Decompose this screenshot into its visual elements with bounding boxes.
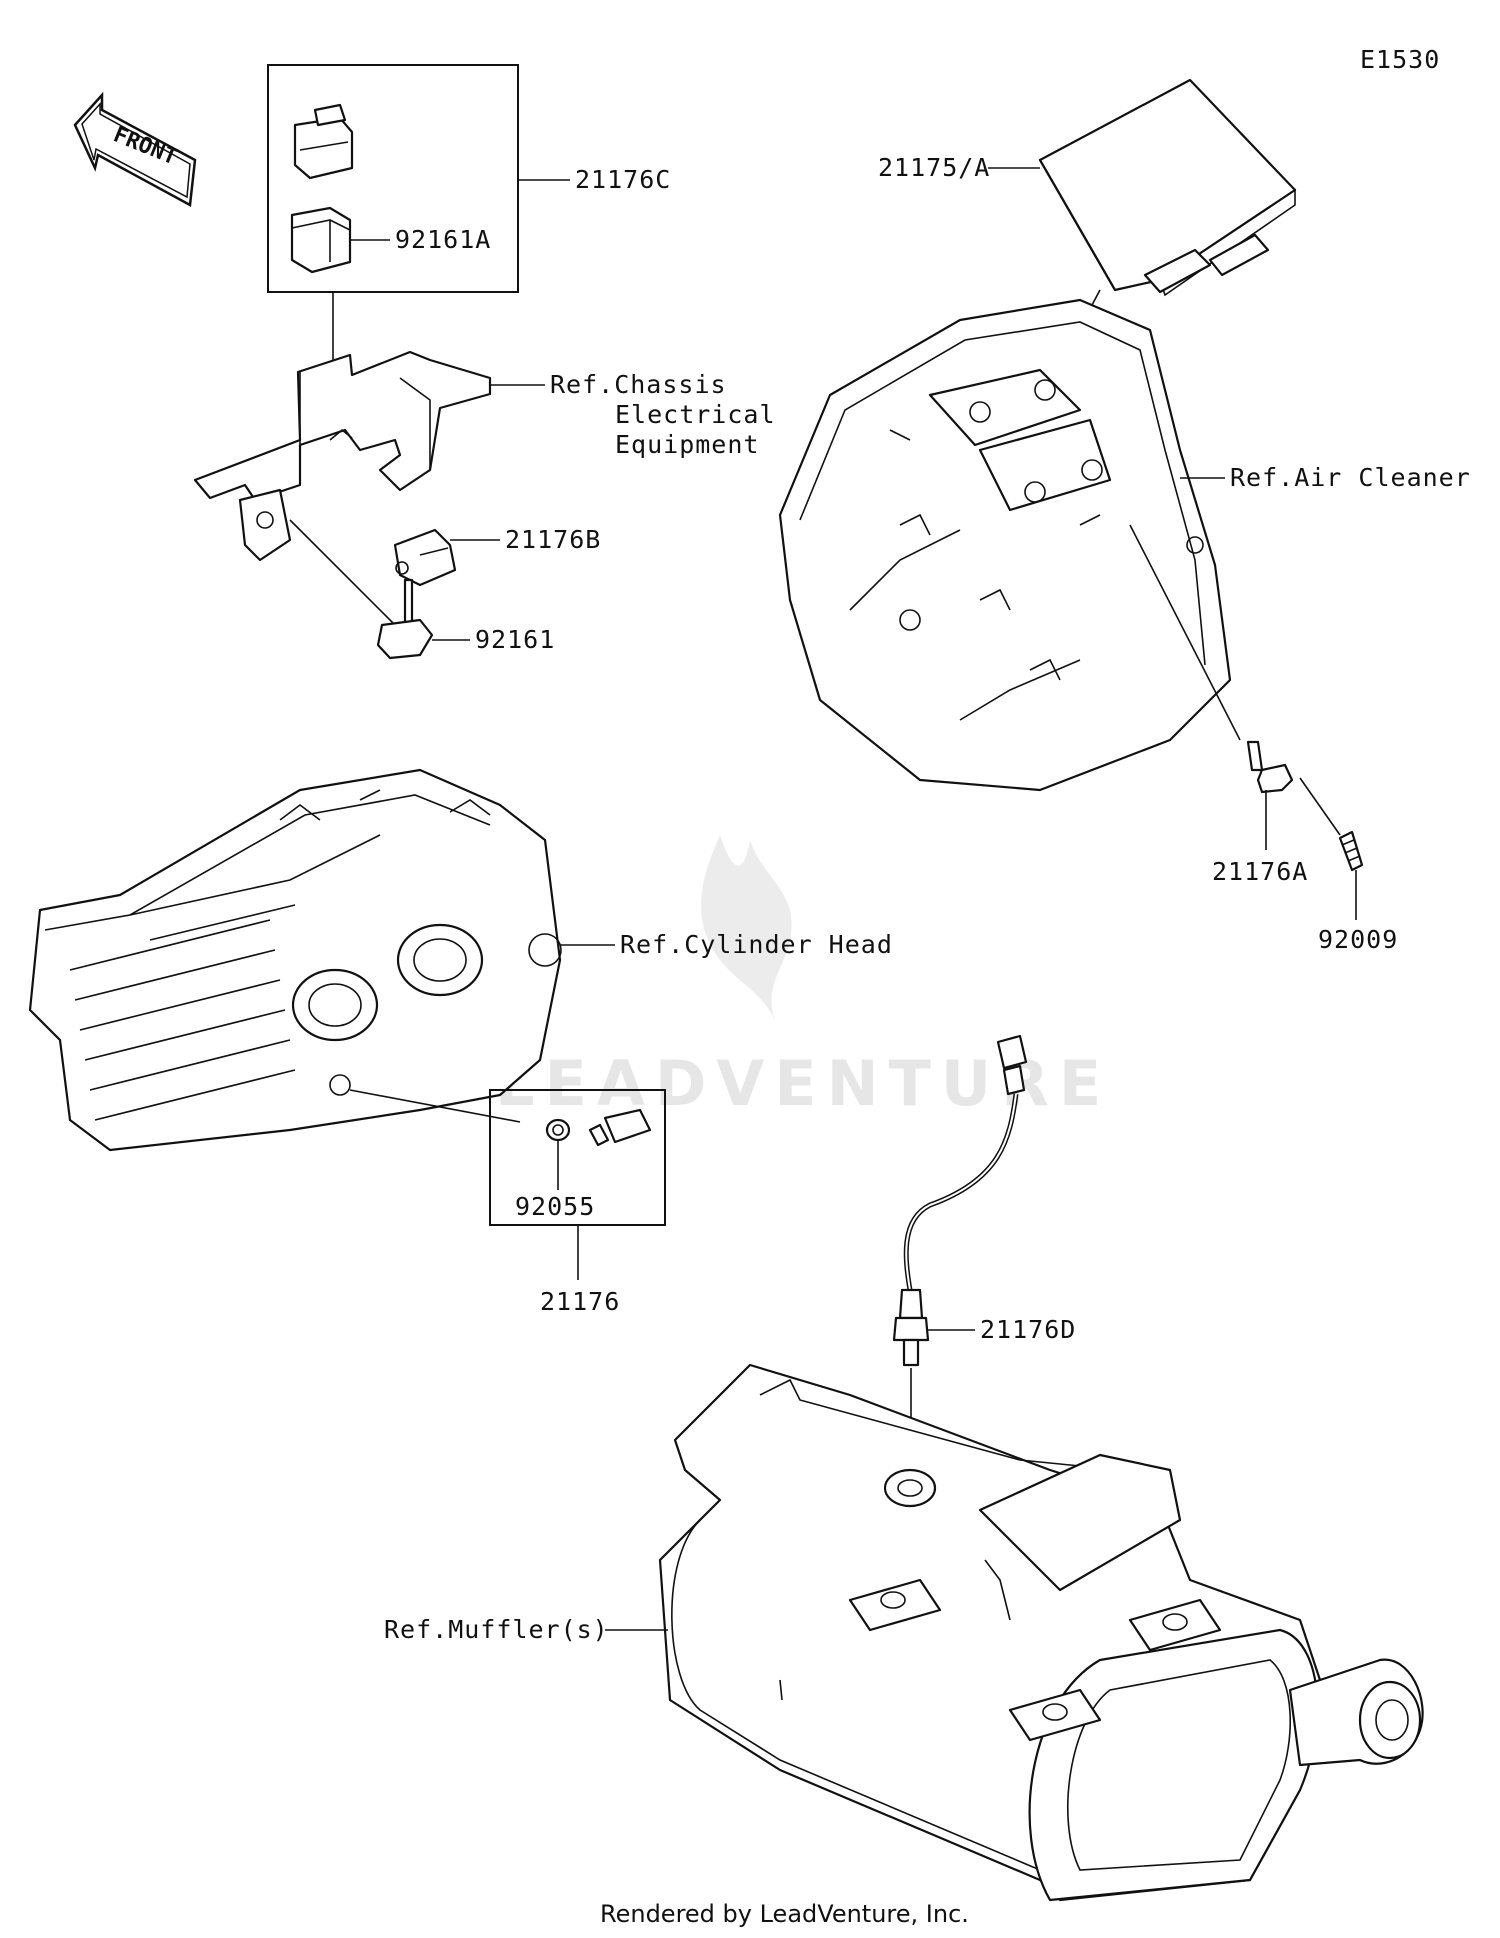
label-21176C: 21176C	[575, 165, 671, 194]
leader-screw-line	[1299, 777, 1341, 836]
label-21176A: 21176A	[1212, 857, 1308, 886]
diagram-id: E1530	[1360, 45, 1440, 74]
chassis-bracket	[193, 350, 492, 562]
label-92055: 92055	[515, 1192, 595, 1221]
leader-air-sensor-line	[1129, 524, 1241, 741]
footer-credit: Rendered by LeadVenture, Inc.	[600, 1900, 969, 1928]
connector-92161A[interactable]	[290, 206, 352, 274]
ecu-21175A[interactable]	[1038, 78, 1297, 297]
box-21176C	[267, 64, 519, 293]
label-ref-cylinder-head: Ref.Cylinder Head	[620, 930, 893, 959]
bolt-92161[interactable]	[376, 578, 434, 660]
label-ref-chassis-2: Electrical	[615, 400, 776, 429]
cylinder-head	[28, 768, 562, 1152]
label-ref-air-cleaner: Ref.Air Cleaner	[1230, 463, 1471, 492]
sensor-21176[interactable]	[588, 1108, 652, 1147]
o2-sensor-21176D[interactable]	[892, 1034, 1028, 1367]
label-21175A: 21175/A	[878, 153, 990, 182]
connector-21176C[interactable]	[293, 103, 354, 180]
muffler	[658, 1363, 1424, 1902]
sensor-21176B[interactable]	[393, 528, 457, 587]
label-92009: 92009	[1318, 925, 1398, 954]
sensor-21176A[interactable]	[1246, 740, 1294, 794]
label-92161: 92161	[475, 625, 555, 654]
leader-head-to-sensor	[349, 1089, 521, 1123]
air-cleaner	[778, 298, 1232, 792]
label-21176D: 21176D	[980, 1315, 1076, 1344]
label-21176: 21176	[540, 1287, 620, 1316]
label-92161A: 92161A	[395, 225, 491, 254]
screw-92009[interactable]	[1338, 830, 1364, 872]
label-ref-chassis-3: Equipment	[615, 430, 759, 459]
gasket-92055[interactable]	[545, 1118, 571, 1142]
label-ref-muffler: Ref.Muffler(s)	[384, 1615, 609, 1644]
label-21176B: 21176B	[505, 525, 601, 554]
front-arrow-icon: FRONT	[73, 91, 197, 207]
watermark-text: LEADVENTURE	[495, 1047, 1111, 1120]
label-ref-chassis-1: Ref.Chassis	[550, 370, 727, 399]
watermark: LEADVENTURE	[495, 835, 1111, 1120]
leader-bolt-line	[289, 519, 396, 626]
